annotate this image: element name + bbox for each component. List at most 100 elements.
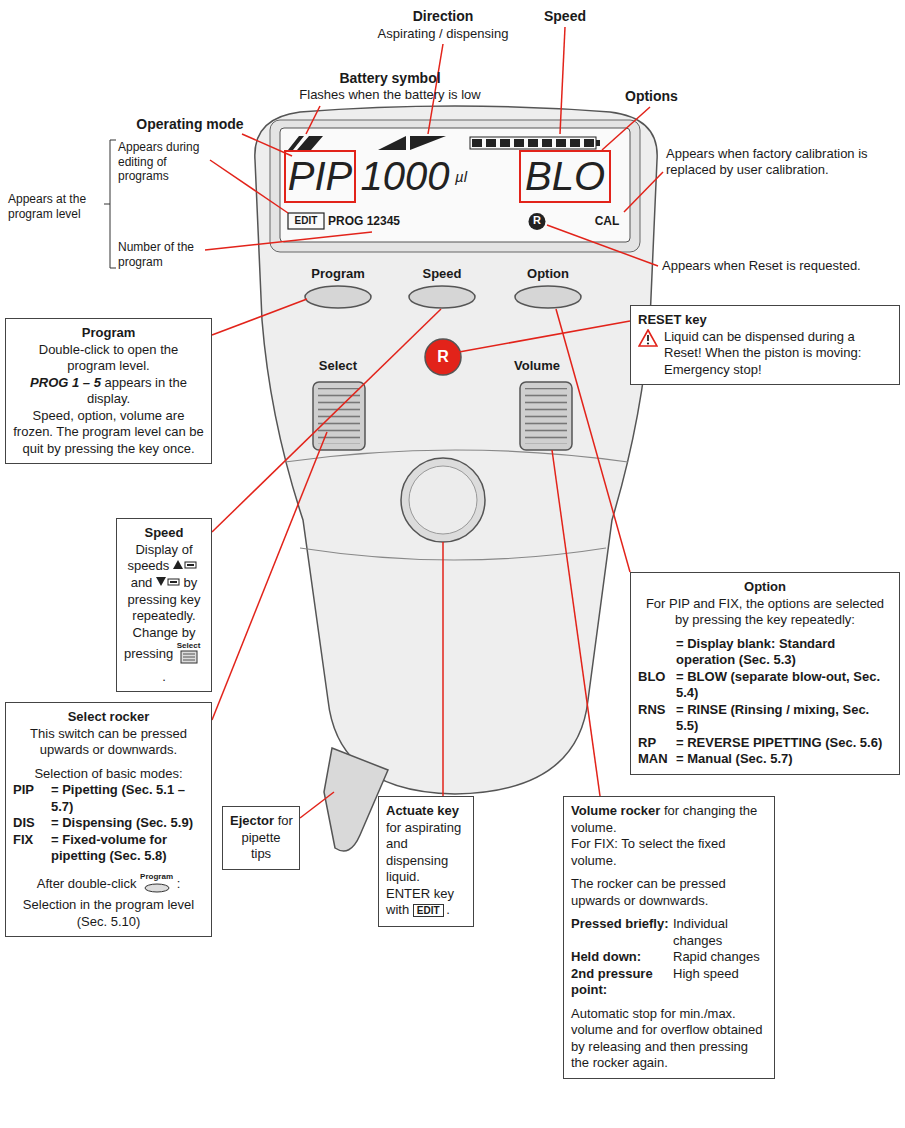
text-row: Liquid can be dispensed during a Reset! …	[638, 329, 892, 379]
callout-title: Speed	[525, 8, 605, 25]
key-icon	[144, 883, 170, 893]
leader-lines	[205, 27, 663, 266]
text-row: Speed	[124, 525, 204, 542]
key-label: Program	[293, 266, 383, 282]
btn-icon: Select	[177, 641, 201, 669]
callout-heading: Ejector	[230, 813, 274, 828]
callout-text: Appears when Reset is requested.	[662, 258, 902, 274]
display-unit: µl	[455, 168, 479, 186]
callout-text: = Fixed-volume for pipetting (Sec. 5.8)	[51, 832, 204, 865]
text-row: Option	[638, 579, 892, 596]
icon-graphic	[177, 650, 201, 669]
callout-text: Double-click to open the program level.	[39, 342, 178, 374]
callout-text: Display of speeds	[127, 542, 192, 574]
callout-title: Battery symbol	[290, 70, 490, 87]
callout-text: The rocker can be pressed upwards or dow…	[571, 876, 726, 908]
leader-line	[547, 225, 658, 266]
edit-frame	[288, 213, 324, 229]
display-flag: CAL	[590, 214, 624, 229]
callout-box: Actuate keyfor aspirating and dispensing…	[378, 796, 474, 927]
callout-text: Aspirating / dispensing	[353, 26, 533, 42]
bracket-note: Appears at the program level	[8, 192, 104, 221]
pipette-housing	[255, 106, 657, 794]
text-row: For PIP and FIX, the options are selecte…	[638, 596, 892, 629]
up-icon	[173, 558, 197, 575]
callout-text: PIP	[13, 782, 49, 815]
reset-badge	[529, 213, 546, 230]
callout-text: = Dispensing (Sec. 5.9)	[51, 815, 193, 832]
callout-text: Held down:	[571, 949, 669, 966]
down-icon	[156, 575, 180, 592]
key-label: Speed	[402, 266, 482, 282]
battery-symbol	[288, 136, 323, 150]
display-option: BLO	[522, 153, 608, 199]
leader-line	[210, 160, 288, 213]
speed-bar-end	[596, 140, 600, 146]
reset-key	[425, 339, 461, 375]
callout-text: = RINSE (Rinsing / mixing, Sec. 5.5)	[676, 702, 892, 735]
text-row: for aspirating and dispensing liquid.	[386, 820, 466, 886]
callout-text: Selection in the program level (Sec. 5.1…	[23, 897, 194, 929]
callout-text: EDIT	[413, 904, 444, 917]
callout-text: DIS	[13, 815, 49, 832]
callout-text: = Pipetting (Sec. 5.1 – 5.7)	[51, 782, 204, 815]
text-row: After double-clickProgram:	[13, 872, 204, 898]
text-row: This switch can be pressed upwards or do…	[13, 726, 204, 759]
callout-text: Flashes when the battery is low	[270, 87, 510, 103]
leader-line	[212, 432, 327, 720]
callout-text: = Manual (Sec. 5.7)	[676, 751, 793, 768]
callout-text: Rapid changes	[673, 949, 760, 966]
highlight-frame	[285, 151, 355, 202]
text-row: 2nd pressure point:High speed	[571, 966, 767, 999]
leader-line	[624, 172, 663, 212]
text-row: Double-click to open the program level.	[13, 342, 204, 375]
leader-line	[459, 321, 630, 352]
display-flag: EDIT	[288, 215, 324, 227]
text-row: Actuate key	[386, 803, 466, 820]
key-label: Volume	[497, 358, 577, 374]
bracket-note: Appears during editing of programs	[118, 140, 213, 184]
leader-line	[300, 792, 334, 818]
callout-text: Individual changes	[673, 916, 767, 949]
callout-text: High speed	[673, 966, 739, 999]
callout-heading: Program	[82, 325, 135, 340]
callout-text: Selection of basic modes:	[34, 766, 182, 781]
callout-title: Operating mode	[125, 116, 255, 133]
callout-text: BLO	[638, 669, 674, 702]
leader-line	[560, 27, 565, 134]
program-key	[305, 286, 371, 308]
text-row: RP= REVERSE PIPETTING (Sec. 5.6)	[638, 735, 892, 752]
leader-line	[212, 299, 307, 335]
callout-text: For PIP and FIX, the options are selecte…	[646, 596, 884, 628]
bracket-note: Number of the program	[118, 240, 210, 269]
callout-text: This switch can be pressed upwards or do…	[30, 726, 187, 758]
callout-text: = BLOW (separate blow-out, Sec. 5.4)	[676, 669, 892, 702]
warn-icon	[638, 329, 660, 379]
text-row: Display of speedsandby pressing key repe…	[124, 542, 204, 625]
text-row: RNS= RINSE (Rinsing / mixing, Sec. 5.5)	[638, 702, 892, 735]
callout-text: = REVERSE PIPETTING (Sec. 5.6)	[676, 735, 882, 752]
callout-heading: Volume rocker	[571, 803, 660, 818]
icon-graphic	[140, 881, 173, 898]
display-flag: R	[529, 214, 545, 227]
callout-heading: Speed	[144, 525, 183, 540]
display-frame	[270, 120, 640, 252]
callout-text: After double-click	[37, 876, 137, 891]
callout-text: 2nd pressure point:	[571, 966, 669, 999]
text-row: RESET key	[638, 312, 892, 329]
callout-title: Direction	[383, 8, 503, 25]
callout-text: RNS	[638, 702, 674, 735]
callout-box: ProgramDouble-click to open the program …	[5, 318, 212, 464]
volume-rocker	[520, 382, 572, 450]
text-row: Volume rockerfor changing the volume.	[571, 803, 767, 836]
select-rocker	[313, 382, 365, 450]
text-row: DIS= Dispensing (Sec. 5.9)	[13, 815, 204, 832]
leader-line	[556, 309, 630, 572]
callout-title: Options	[625, 88, 705, 105]
callout-text: MAN	[638, 751, 674, 768]
oval-icon: Program	[140, 872, 173, 898]
callout-box: RESET keyLiquid can be dispensed during …	[630, 305, 900, 385]
callout-text: Appears when factory calibration is repl…	[666, 146, 900, 178]
callout-text: and	[131, 575, 153, 590]
